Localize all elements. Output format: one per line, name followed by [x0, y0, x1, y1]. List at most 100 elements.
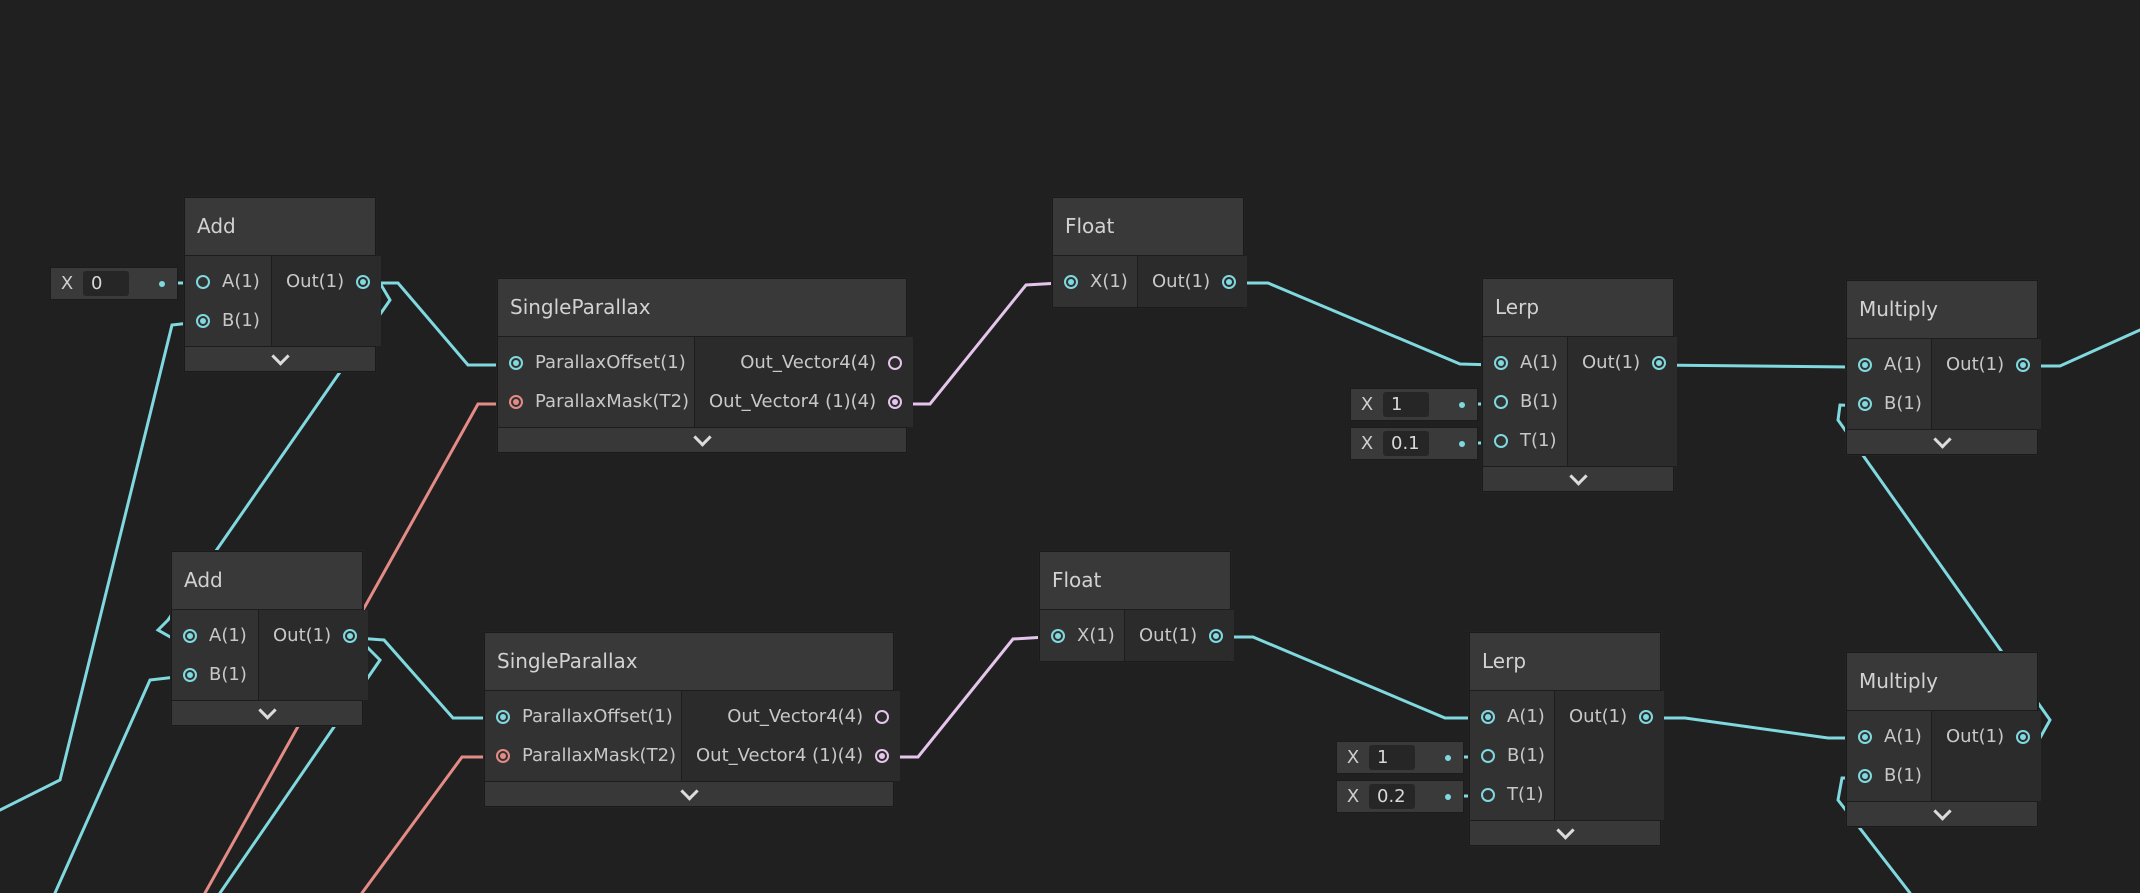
output-port-out[interactable]: Out(1) — [1932, 345, 2041, 384]
float-field-lerp-bottom-b[interactable]: X 1 — [1336, 741, 1464, 774]
expand-toggle[interactable] — [1470, 820, 1660, 845]
input-port-t[interactable]: T(1) — [1470, 775, 1554, 814]
port-b-connector[interactable] — [1481, 748, 1495, 763]
input-port-b[interactable]: B(1) — [1847, 384, 1931, 423]
port-out-connector[interactable] — [2016, 357, 2031, 372]
port-t-connector[interactable] — [1494, 433, 1508, 448]
port-a-connector[interactable] — [1494, 355, 1508, 370]
input-port-x[interactable]: X(1) — [1053, 262, 1137, 301]
node-title[interactable]: Float — [1040, 552, 1230, 610]
expand-toggle[interactable] — [1483, 466, 1673, 491]
float-field-lerp-top-b[interactable]: X 1 — [1350, 388, 1478, 421]
input-port-a[interactable]: A(1) — [1483, 343, 1567, 382]
output-port-vector4[interactable]: Out_Vector4(4) — [695, 343, 913, 382]
float-field-add-top-a[interactable]: X 0 — [50, 267, 178, 300]
expand-toggle[interactable] — [1847, 801, 2037, 826]
single-parallax-node-top[interactable]: SingleParallax ParallaxOffset(1) Paralla… — [497, 278, 914, 453]
output-port-out[interactable]: Out(1) — [272, 262, 381, 301]
expand-toggle[interactable] — [185, 346, 375, 371]
input-port-a[interactable]: A(1) — [172, 616, 258, 655]
add-node-top[interactable]: Add A(1) B(1) Out(1) — [184, 197, 382, 372]
value-input[interactable]: 0.2 — [1369, 784, 1415, 809]
input-port-b[interactable]: B(1) — [1483, 382, 1567, 421]
value-input[interactable]: 0 — [83, 271, 129, 296]
input-port-parallax-offset[interactable]: ParallaxOffset(1) — [485, 697, 681, 736]
single-parallax-node-bottom[interactable]: SingleParallax ParallaxOffset(1) Paralla… — [484, 632, 901, 807]
port-parallax-offset-connector[interactable] — [509, 355, 523, 370]
port-parallax-mask-connector[interactable] — [496, 748, 510, 763]
multiply-node-bottom[interactable]: Multiply A(1) B(1) Out(1) — [1846, 652, 2042, 827]
float-node-bottom[interactable]: Float X(1) Out(1) — [1039, 551, 1235, 662]
input-port-parallax-mask[interactable]: ParallaxMask(T2) — [485, 736, 681, 775]
float-field-lerp-top-t[interactable]: X 0.1 — [1350, 427, 1478, 460]
input-port-b[interactable]: B(1) — [1847, 756, 1931, 795]
port-a-connector[interactable] — [1481, 709, 1495, 724]
node-title[interactable]: SingleParallax — [485, 633, 893, 691]
port-a-connector[interactable] — [196, 274, 210, 289]
input-port-a[interactable]: A(1) — [1847, 345, 1931, 384]
output-port-vector4[interactable]: Out_Vector4(4) — [682, 697, 900, 736]
port-b-connector[interactable] — [183, 667, 197, 682]
port-a-connector[interactable] — [1858, 729, 1872, 744]
node-title[interactable]: Float — [1053, 198, 1243, 256]
port-vector4-connector[interactable] — [888, 355, 903, 370]
expand-toggle[interactable] — [172, 700, 362, 725]
output-port-out[interactable]: Out(1) — [1932, 717, 2041, 756]
port-b-connector[interactable] — [196, 313, 210, 328]
port-parallax-mask-connector[interactable] — [509, 394, 523, 409]
output-port-out[interactable]: Out(1) — [1125, 616, 1234, 655]
input-port-t[interactable]: T(1) — [1483, 421, 1567, 460]
port-out-connector[interactable] — [1652, 355, 1667, 370]
input-port-b[interactable]: B(1) — [172, 655, 258, 694]
output-port-vector4-1[interactable]: Out_Vector4 (1)(4) — [682, 736, 900, 775]
port-out-connector[interactable] — [356, 274, 371, 289]
port-vector4-1-connector[interactable] — [875, 748, 890, 763]
node-title[interactable]: SingleParallax — [498, 279, 906, 337]
expand-toggle[interactable] — [498, 427, 906, 452]
input-port-a[interactable]: A(1) — [185, 262, 271, 301]
lerp-node-top[interactable]: Lerp A(1) B(1) T(1) Out(1) — [1482, 278, 1678, 492]
port-a-connector[interactable] — [183, 628, 197, 643]
input-port-parallax-mask[interactable]: ParallaxMask(T2) — [498, 382, 694, 421]
value-input[interactable]: 0.1 — [1383, 431, 1429, 456]
input-port-a[interactable]: A(1) — [1847, 717, 1931, 756]
input-port-b[interactable]: B(1) — [1470, 736, 1554, 775]
port-out-connector[interactable] — [2016, 729, 2031, 744]
port-a-connector[interactable] — [1858, 357, 1872, 372]
node-title[interactable]: Add — [172, 552, 362, 610]
port-x-connector[interactable] — [1064, 274, 1078, 289]
node-title[interactable]: Add — [185, 198, 375, 256]
port-parallax-offset-connector[interactable] — [496, 709, 510, 724]
node-title[interactable]: Lerp — [1470, 633, 1660, 691]
port-vector4-connector[interactable] — [875, 709, 890, 724]
multiply-node-top[interactable]: Multiply A(1) B(1) Out(1) — [1846, 280, 2042, 455]
float-node-top[interactable]: Float X(1) Out(1) — [1052, 197, 1248, 308]
port-t-connector[interactable] — [1481, 787, 1495, 802]
port-b-connector[interactable] — [1494, 394, 1508, 409]
float-field-lerp-bottom-t[interactable]: X 0.2 — [1336, 780, 1464, 813]
output-port-out[interactable]: Out(1) — [259, 616, 368, 655]
expand-toggle[interactable] — [1847, 429, 2037, 454]
output-port-out[interactable]: Out(1) — [1555, 697, 1664, 736]
output-port-vector4-1[interactable]: Out_Vector4 (1)(4) — [695, 382, 913, 421]
lerp-node-bottom[interactable]: Lerp A(1) B(1) T(1) Out(1) — [1469, 632, 1665, 846]
input-port-b[interactable]: B(1) — [185, 301, 271, 340]
node-title[interactable]: Lerp — [1483, 279, 1673, 337]
expand-toggle[interactable] — [485, 781, 893, 806]
value-input[interactable]: 1 — [1383, 392, 1429, 417]
port-out-connector[interactable] — [1222, 274, 1237, 289]
add-node-bottom[interactable]: Add A(1) B(1) Out(1) — [171, 551, 369, 726]
port-x-connector[interactable] — [1051, 628, 1065, 643]
node-title[interactable]: Multiply — [1847, 653, 2037, 711]
output-port-out[interactable]: Out(1) — [1568, 343, 1677, 382]
port-out-connector[interactable] — [1209, 628, 1224, 643]
input-port-x[interactable]: X(1) — [1040, 616, 1124, 655]
output-port-out[interactable]: Out(1) — [1138, 262, 1247, 301]
port-vector4-1-connector[interactable] — [888, 394, 903, 409]
port-out-connector[interactable] — [1639, 709, 1654, 724]
input-port-a[interactable]: A(1) — [1470, 697, 1554, 736]
value-input[interactable]: 1 — [1369, 745, 1415, 770]
port-b-connector[interactable] — [1858, 396, 1872, 411]
port-b-connector[interactable] — [1858, 768, 1872, 783]
node-title[interactable]: Multiply — [1847, 281, 2037, 339]
